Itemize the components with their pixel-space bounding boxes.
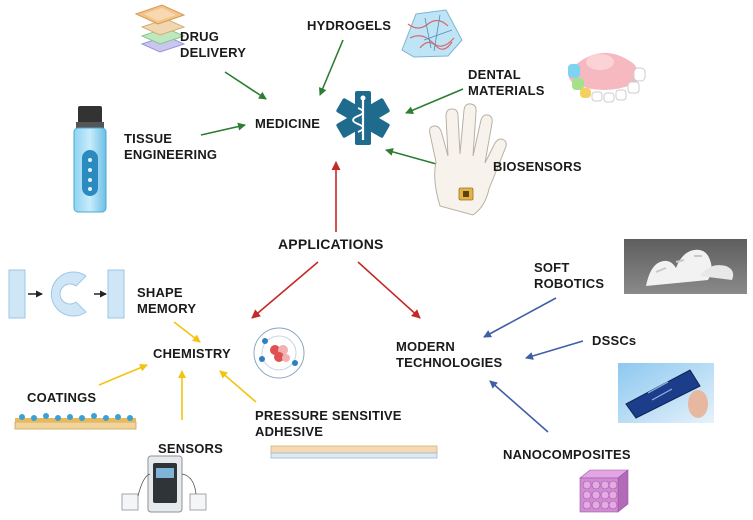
coatings-icon: [14, 413, 137, 430]
arrow-psa-to-chemistry: [219, 370, 257, 403]
soft-robotics-line-1: SOFT: [534, 260, 570, 275]
sensors-label: SENSORS: [158, 441, 223, 456]
sensors-device-icon: [121, 455, 207, 513]
hub-medicine-label: MEDICINE: [255, 116, 321, 131]
coatings-label: COATINGS: [27, 390, 97, 405]
center-applications-label: APPLICATIONS: [278, 236, 384, 252]
tissue-engineering-vial-icon: [73, 106, 107, 213]
soft-robotics-label: SOFT ROBOTICS: [534, 260, 604, 292]
biosensors-hand-icon: [429, 103, 507, 216]
psa-line-1: PRESSURE SENSITIVE: [255, 408, 402, 423]
arrows-medicine: [200, 39, 464, 166]
modern-technologies-line-2: TECHNOLOGIES: [396, 355, 503, 370]
tissue-engineering-line-1: TISSUE: [124, 131, 173, 146]
medical-star-of-life-icon: [336, 91, 390, 145]
arrow-coatings-to-chemistry: [98, 364, 148, 386]
shape-memory-icon: [8, 269, 125, 319]
dental-materials-line-1: DENTAL: [468, 67, 521, 82]
hydrogels-label: HYDROGELS: [307, 18, 392, 33]
arrow-nanocomposites-to-modern-tech: [489, 380, 549, 433]
dental-materials-line-2: MATERIALS: [468, 83, 545, 98]
pressure-sensitive-adhesive-label: PRESSURE SENSITIVE ADHESIVE: [255, 408, 402, 440]
hub-modern-technologies-label: MODERN TECHNOLOGIES: [396, 339, 502, 371]
tissue-engineering-line-2: ENGINEERING: [124, 147, 218, 162]
biosensors-label: BIOSENSORS: [493, 159, 582, 174]
chemistry-atom-icon: [253, 327, 305, 379]
hydrogels-icon: [401, 9, 463, 58]
arrow-dsscs-to-modern-tech: [525, 340, 584, 360]
dental-materials-label: DENTAL MATERIALS: [468, 67, 545, 99]
arrows-technology: [483, 297, 584, 433]
nanocomposites-label: NANOCOMPOSITES: [503, 447, 631, 462]
soft-robotics-line-2: ROBOTICS: [534, 276, 605, 291]
drug-delivery-line-1: DRUG: [180, 29, 220, 44]
arrow-drug-delivery-to-medicine: [224, 71, 267, 100]
pressure-sensitive-adhesive-icon: [270, 445, 438, 459]
modern-technologies-line-1: MODERN: [396, 339, 455, 354]
arrow-hydrogels-to-medicine: [319, 39, 344, 96]
arrow-applications-to-chemistry: [251, 261, 319, 319]
arrow-tissue-to-medicine: [200, 122, 246, 136]
drug-delivery-line-2: DELIVERY: [180, 45, 247, 60]
arrow-applications-to-modern-tech: [357, 261, 421, 319]
arrows-applications: [251, 161, 421, 319]
tissue-engineering-label: TISSUE ENGINEERING: [124, 131, 217, 163]
shape-memory-label: SHAPE MEMORY: [137, 285, 196, 317]
dsscs-label: DSSCs: [592, 333, 637, 348]
drug-delivery-patch-icon: [134, 4, 186, 53]
psa-line-2: ADHESIVE: [255, 424, 324, 439]
hub-chemistry-label: CHEMISTRY: [153, 346, 231, 361]
arrows-chemistry: [98, 321, 257, 420]
dsscs-solar-cell-photo-icon: [618, 363, 714, 423]
soft-robotics-photo-icon: [624, 239, 747, 294]
arrow-dental-to-medicine: [405, 88, 464, 114]
arrow-shape-memory-to-chemistry: [173, 321, 201, 343]
arrow-biosensors-to-medicine: [385, 148, 441, 166]
arrow-soft-robotics-to-modern-tech: [483, 297, 557, 338]
nanocomposites-cube-icon: [579, 469, 629, 513]
shape-memory-line-1: SHAPE: [137, 285, 183, 300]
dental-materials-icon: [568, 52, 646, 103]
drug-delivery-label: DRUG DELIVERY: [180, 29, 246, 61]
shape-memory-line-2: MEMORY: [137, 301, 197, 316]
